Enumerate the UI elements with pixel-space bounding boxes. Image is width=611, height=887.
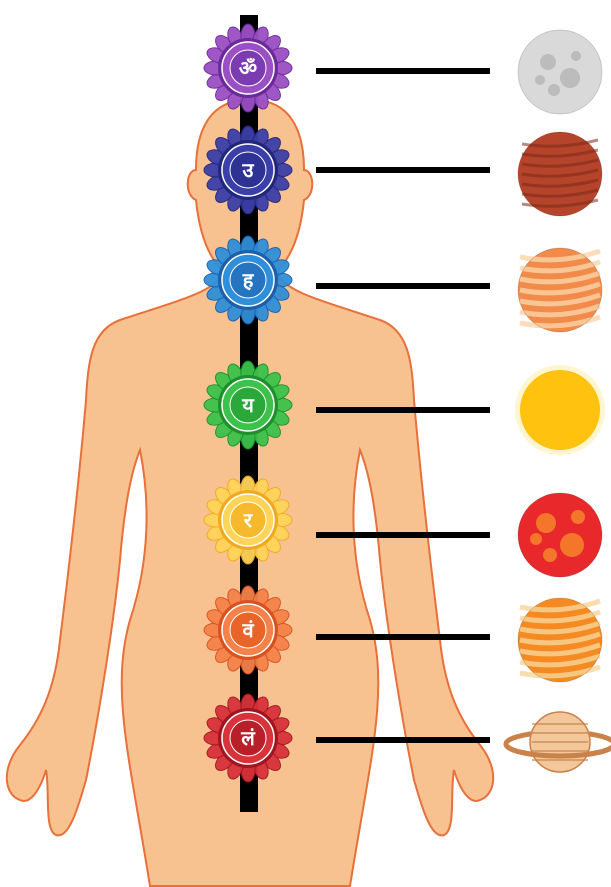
planet-column xyxy=(506,30,611,772)
chakra-symbol-5: र xyxy=(204,476,292,564)
sun-icon xyxy=(515,365,605,455)
jupiter-icon xyxy=(518,248,602,332)
chakra-symbol-7: लं xyxy=(204,694,292,782)
chakra-symbol-3: ह xyxy=(204,236,292,324)
chakra-glyph-1: ॐ xyxy=(239,56,257,80)
saturn-icon xyxy=(506,712,611,772)
chakra-glyph-7: लं xyxy=(240,726,256,750)
mars-icon xyxy=(518,132,602,216)
chakra-glyph-6: वं xyxy=(241,618,254,642)
chakra-glyph-5: र xyxy=(243,508,253,532)
chakra-symbol-6: वं xyxy=(204,586,292,674)
red-planet-icon xyxy=(518,493,602,577)
chakra-glyph-4: य xyxy=(241,393,255,417)
chakra-symbol-1: ॐ xyxy=(204,24,292,112)
chakra-symbol-4: य xyxy=(204,361,292,449)
chakra-glyph-3: ह xyxy=(242,268,255,292)
banded-planet-icon xyxy=(518,598,602,682)
moon-icon xyxy=(518,30,602,114)
chakra-glyph-2: उ xyxy=(242,158,255,182)
chakra-symbol-2: उ xyxy=(204,126,292,214)
